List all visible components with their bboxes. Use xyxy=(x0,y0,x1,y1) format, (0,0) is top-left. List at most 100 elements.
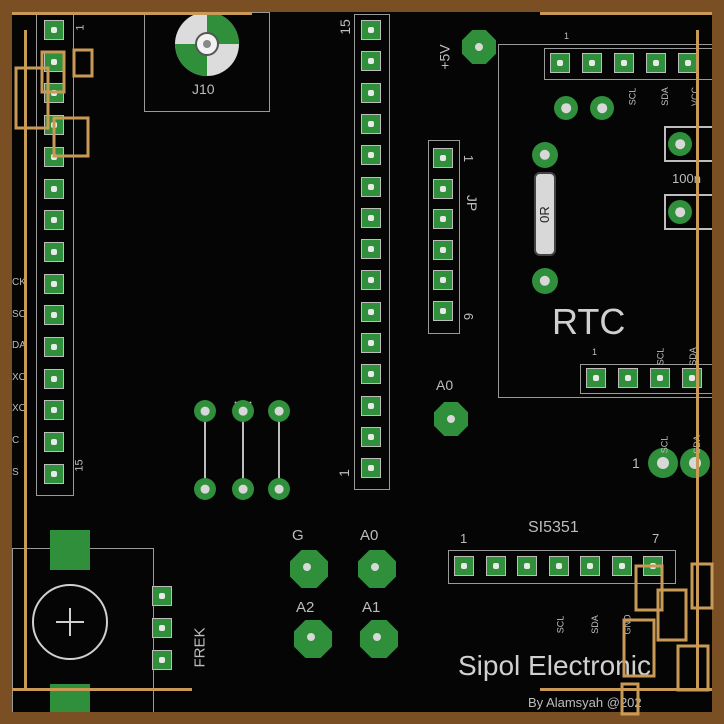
center-header-pin xyxy=(361,270,381,291)
rtc-bottom-pin xyxy=(682,368,702,388)
capacitor-1-pad xyxy=(668,132,692,156)
si5351-pin1-label: 1 xyxy=(460,531,468,546)
rtc-top-sda-label: SDA xyxy=(659,87,670,106)
jumper-pad-6 xyxy=(268,478,290,500)
rtc-bottom-scl-label: SCL xyxy=(655,347,666,366)
jumper-pad-3 xyxy=(268,400,290,422)
jp-header xyxy=(428,140,460,334)
center-pin-header xyxy=(354,14,390,490)
jumper-pad-1 xyxy=(194,400,216,422)
center-header-pin xyxy=(361,301,381,322)
left-header-pin xyxy=(44,273,64,294)
center-header-pin1-label: 1 xyxy=(335,469,352,477)
rtc-top-pin xyxy=(550,53,570,73)
resistor-pad-bottom xyxy=(532,268,558,294)
brand-byline: By Alamsyah @202 xyxy=(528,695,642,710)
frame-top-left xyxy=(12,12,252,15)
center-header-pin xyxy=(361,145,381,166)
rtc-top-pin xyxy=(646,53,666,73)
jp-header-pin xyxy=(433,209,453,229)
jp-header-pin xyxy=(433,148,453,168)
rtc-top-pin1-label: 1 xyxy=(564,31,570,41)
center-header-pin xyxy=(361,207,381,228)
plus5v-pad xyxy=(462,30,496,64)
resistor-value-label: 0R xyxy=(536,206,552,223)
si5351-pin7-label: 7 xyxy=(652,531,660,546)
a1-label: A1 xyxy=(362,599,381,616)
rtc-top-pin xyxy=(614,53,634,73)
si5351-scl-label: SCL xyxy=(555,615,566,634)
frek-pin-2 xyxy=(152,618,172,638)
center-header-pin xyxy=(361,458,381,479)
center-header-pin xyxy=(361,20,381,40)
g-pad xyxy=(290,550,328,588)
si5351-pin xyxy=(580,556,600,576)
center-header-pin xyxy=(361,176,381,197)
rtc-bottom-pin1-label: 1 xyxy=(592,347,598,357)
left-header-pin15-label: 15 xyxy=(73,459,86,472)
rtc-top-scl-label: SCL xyxy=(627,87,638,106)
frame-top-right xyxy=(540,12,712,15)
jp-header-pin xyxy=(433,178,453,199)
si5351-pin xyxy=(454,556,474,576)
jp-pin1-label: 1 xyxy=(461,154,477,163)
capacitor-2 xyxy=(664,194,712,230)
left-side-label: S xyxy=(12,466,19,478)
j10-label: J10 xyxy=(192,81,215,97)
a2-label: A2 xyxy=(296,599,315,616)
rtc-top-header xyxy=(544,48,712,80)
brand-title: Sipol Electronic xyxy=(458,650,651,681)
rtc-top-pin xyxy=(582,53,602,73)
right-i2c-scl-label: SCL xyxy=(659,435,670,454)
left-header-pin xyxy=(44,337,64,357)
a0-pad xyxy=(358,550,396,588)
a2-pad xyxy=(294,620,332,658)
jumper-pad-2 xyxy=(232,400,254,422)
jumper-pad-5 xyxy=(232,478,254,500)
left-side-label: CK xyxy=(12,277,26,288)
frame-corner-bottom-right xyxy=(618,560,718,720)
capacitor-1 xyxy=(664,126,712,162)
frek-pin-3 xyxy=(152,650,172,670)
left-header-pin xyxy=(44,432,64,453)
rtc-module xyxy=(498,44,712,398)
frek-label: FREK xyxy=(191,627,209,668)
resistor-body xyxy=(534,172,556,256)
si5351-pin xyxy=(517,556,537,576)
si5351-sda-label: SDA xyxy=(589,615,600,634)
jp-header-pin xyxy=(433,300,453,321)
rtc-bottom-header xyxy=(580,364,712,394)
rtc-bottom-pin xyxy=(618,368,638,388)
a0-upper-pad xyxy=(434,402,468,436)
left-side-label: C xyxy=(12,435,20,446)
right-i2c-pad-1 xyxy=(648,448,678,478)
frek-pot-pad-top xyxy=(50,530,90,570)
j10-jack-icon xyxy=(167,12,247,80)
frek-pot-icon xyxy=(30,582,110,667)
frame-right xyxy=(696,30,699,690)
jp-header-pin xyxy=(433,270,453,290)
si5351-header xyxy=(448,550,676,584)
left-header-pin1-label: 1 xyxy=(74,24,87,31)
frame-left xyxy=(24,30,27,690)
jp-pin6-label: 6 xyxy=(461,312,477,321)
center-header-pin xyxy=(361,364,381,385)
a1-pad xyxy=(360,620,398,658)
left-side-label: XO xyxy=(12,403,27,415)
center-header-pin xyxy=(361,395,381,416)
rtc-round-pad-2 xyxy=(590,96,614,120)
frame-corner-top-left xyxy=(14,48,94,158)
a0-upper-label: A0 xyxy=(436,377,454,393)
rtc-round-pad-1 xyxy=(554,96,578,120)
center-header-pin xyxy=(361,82,381,103)
left-side-label: DA xyxy=(12,340,26,352)
left-header-pin xyxy=(44,178,64,199)
si5351-pin xyxy=(548,556,569,576)
left-header-pin xyxy=(44,20,64,40)
plus5v-label: +5V xyxy=(436,44,453,70)
capacitor-value-label: 100n xyxy=(672,171,701,186)
rtc-bottom-pin xyxy=(586,368,606,388)
jumper-pad-4 xyxy=(194,478,216,500)
